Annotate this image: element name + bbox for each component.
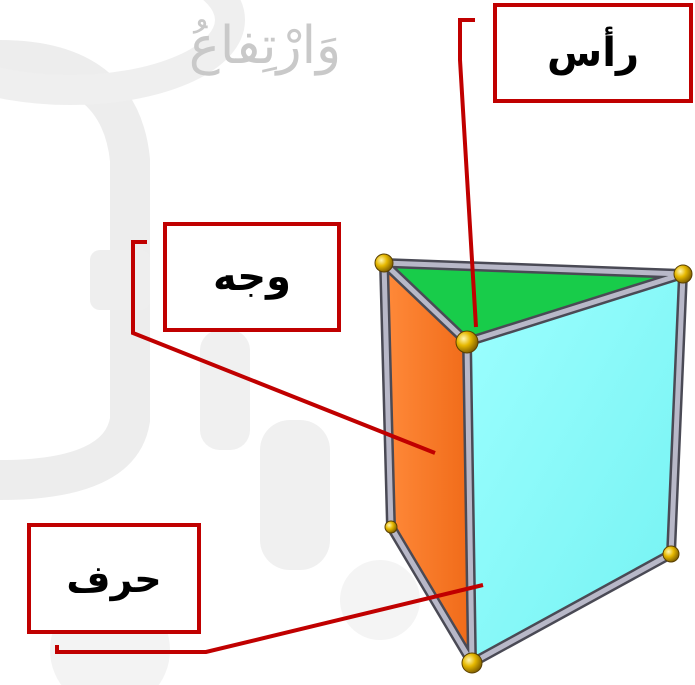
prism-left-face bbox=[384, 263, 472, 663]
vertex-ball bbox=[384, 520, 398, 534]
label-edge: حرف bbox=[27, 523, 201, 634]
prism-top-face bbox=[384, 263, 683, 342]
callout-line-edge bbox=[55, 583, 484, 654]
label-face: وجه bbox=[163, 222, 341, 332]
label-vertex: رأس bbox=[493, 3, 693, 103]
vertex-ball bbox=[673, 264, 693, 284]
callout-line-face bbox=[131, 240, 436, 455]
prism-vertices bbox=[374, 253, 693, 674]
vertex-ball bbox=[374, 253, 394, 273]
prism-edges bbox=[379, 258, 688, 668]
vertex-ball bbox=[461, 652, 483, 674]
callout-line-vertex bbox=[458, 18, 478, 328]
vertex-ball bbox=[455, 330, 479, 354]
callout-lines bbox=[55, 18, 484, 654]
vertex-ball bbox=[662, 545, 680, 563]
title-height-word: وَارْتِفاعُ bbox=[188, 16, 342, 76]
prism-right-face bbox=[467, 274, 683, 663]
